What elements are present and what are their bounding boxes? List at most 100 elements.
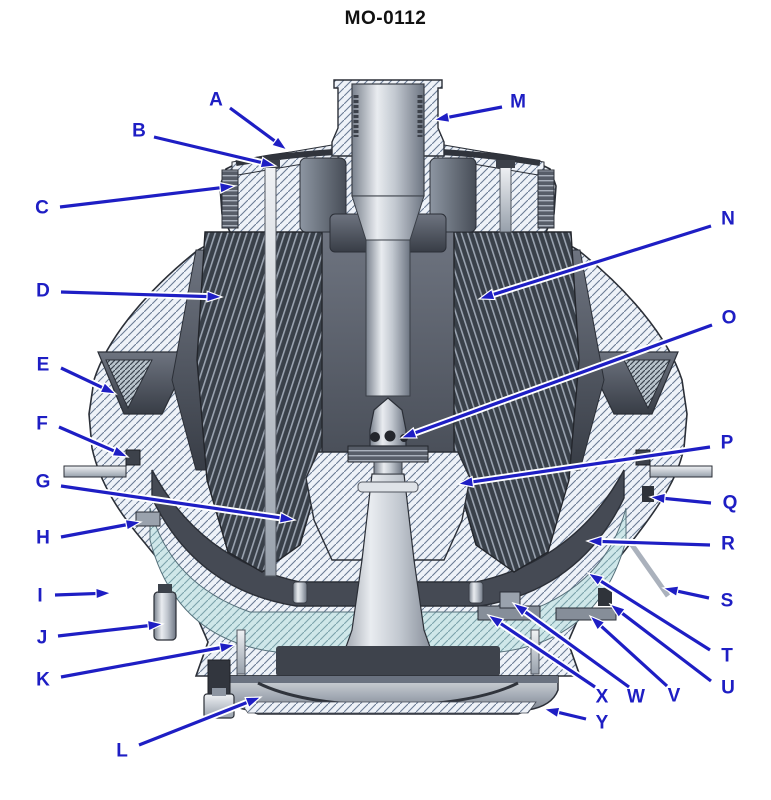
callout-letter-E: E	[37, 355, 50, 376]
arrowhead-icon-Q	[648, 492, 667, 505]
arrowhead-icon-K	[218, 641, 237, 654]
callout-letter-N: N	[721, 209, 735, 230]
arrowhead-icon-O	[399, 426, 418, 439]
arrowhead-icon-N	[477, 288, 496, 301]
arrow-line-E	[60, 366, 109, 392]
callout-letter-X: X	[596, 687, 609, 708]
strut-right	[627, 540, 671, 598]
funnel-wedge-right	[623, 359, 671, 410]
arrowhead-icon-U	[608, 602, 627, 619]
callout-letter-L: L	[116, 741, 128, 762]
arrow-line-A	[229, 106, 281, 146]
drain-valve-collar	[212, 688, 226, 696]
callout-letter-Q: Q	[723, 493, 738, 514]
cylinder-left	[292, 581, 308, 604]
callout-letter-O: O	[722, 308, 737, 329]
arrowhead-icon-V	[588, 614, 606, 632]
callout-letter-D: D	[36, 281, 50, 302]
arrow-line-H	[60, 522, 133, 539]
arrowhead-icon-F	[111, 445, 130, 458]
inlet-bore-lower	[365, 239, 411, 397]
disc-stack-right	[453, 231, 580, 573]
nose-hole-1	[370, 432, 380, 442]
arrowhead-icon-Y	[542, 706, 561, 719]
callout-letter-C: C	[35, 198, 49, 219]
callout-letter-P: P	[721, 433, 734, 454]
arrowhead-icon-D	[206, 290, 224, 303]
arrow-line-C	[59, 185, 227, 209]
callout-letter-B: B	[132, 121, 146, 142]
base-skirt-hatch	[239, 701, 537, 714]
arrowhead-icon-G	[278, 511, 297, 524]
arrow-line-J	[57, 623, 155, 638]
nose-hole-2	[384, 430, 396, 442]
arrowhead-icon-J	[146, 619, 165, 632]
callout-letter-W: W	[627, 687, 645, 708]
arrow-line-N	[487, 224, 712, 298]
wall-step-left	[135, 511, 161, 527]
arrow-line-O	[408, 323, 713, 437]
feed-pipe-right	[649, 465, 713, 478]
arrowhead-icon-C	[218, 181, 237, 194]
arrow-line-L	[138, 698, 254, 747]
callout-letter-K: K	[36, 670, 50, 691]
arrowhead-icon-B	[259, 156, 278, 169]
callout-letter-S: S	[721, 591, 734, 612]
arrowhead-icon-A	[270, 135, 289, 152]
arrowhead-icon-S	[661, 585, 680, 598]
arrow-line-P	[466, 445, 711, 485]
base-dark-band	[276, 646, 500, 676]
arrow-line-D	[60, 290, 214, 299]
disc-stack-left	[196, 231, 323, 573]
arrowhead-icon-P	[456, 475, 475, 488]
spindle-collar	[357, 481, 419, 493]
arrow-line-I	[54, 591, 103, 597]
arrowhead-icon-T	[586, 572, 605, 587]
arrow-line-F	[58, 425, 121, 455]
arrowhead-icon-X	[486, 613, 505, 629]
rod-nut-right	[496, 160, 515, 168]
hub-block-right	[429, 157, 477, 233]
arrow-line-B	[153, 135, 268, 166]
ring-ledge-v	[555, 607, 617, 621]
arrow-line-U	[616, 608, 712, 683]
arrowhead-icon-L	[244, 696, 263, 709]
inlet-bore-upper	[351, 83, 425, 197]
arrowhead-icon-E	[99, 381, 118, 395]
arrow-line-Q	[658, 496, 712, 505]
cylinder-right	[468, 581, 484, 604]
callout-letter-R: R	[721, 534, 735, 555]
callout-letter-G: G	[36, 472, 51, 493]
hub-block-left	[299, 157, 347, 233]
arrow-line-W	[519, 606, 630, 689]
arrow-line-T	[594, 576, 711, 652]
arrow-line-K	[60, 645, 227, 679]
pin-left	[236, 629, 246, 675]
arrowhead-icon-I	[95, 587, 113, 600]
arrowhead-icon-W	[511, 601, 530, 618]
notch-u	[598, 588, 612, 606]
seal-nub-left	[125, 449, 141, 466]
callout-letter-U: U	[721, 678, 735, 699]
callout-letter-M: M	[510, 92, 526, 113]
arrow-line-R	[595, 539, 711, 547]
distributor-stem	[373, 461, 403, 475]
callout-letter-F: F	[36, 414, 48, 435]
arrow-line-X	[494, 618, 596, 689]
callout-letter-H: H	[36, 528, 50, 549]
arrow-line-M	[442, 105, 503, 120]
base-top-edge	[218, 676, 558, 683]
callout-letter-J: J	[37, 628, 48, 649]
callout-letter-Y: Y	[596, 713, 609, 734]
callout-letter-I: I	[37, 586, 42, 607]
figure-title: MO-0112	[344, 8, 427, 29]
arrowhead-icon-M	[432, 111, 451, 124]
arrowhead-icon-H	[124, 518, 143, 531]
arrow-line-V	[595, 620, 669, 688]
callout-letter-V: V	[668, 686, 681, 707]
callout-letter-A: A	[209, 90, 223, 111]
funnel-wedge-left	[105, 359, 153, 410]
feed-pipe-left	[63, 465, 127, 478]
